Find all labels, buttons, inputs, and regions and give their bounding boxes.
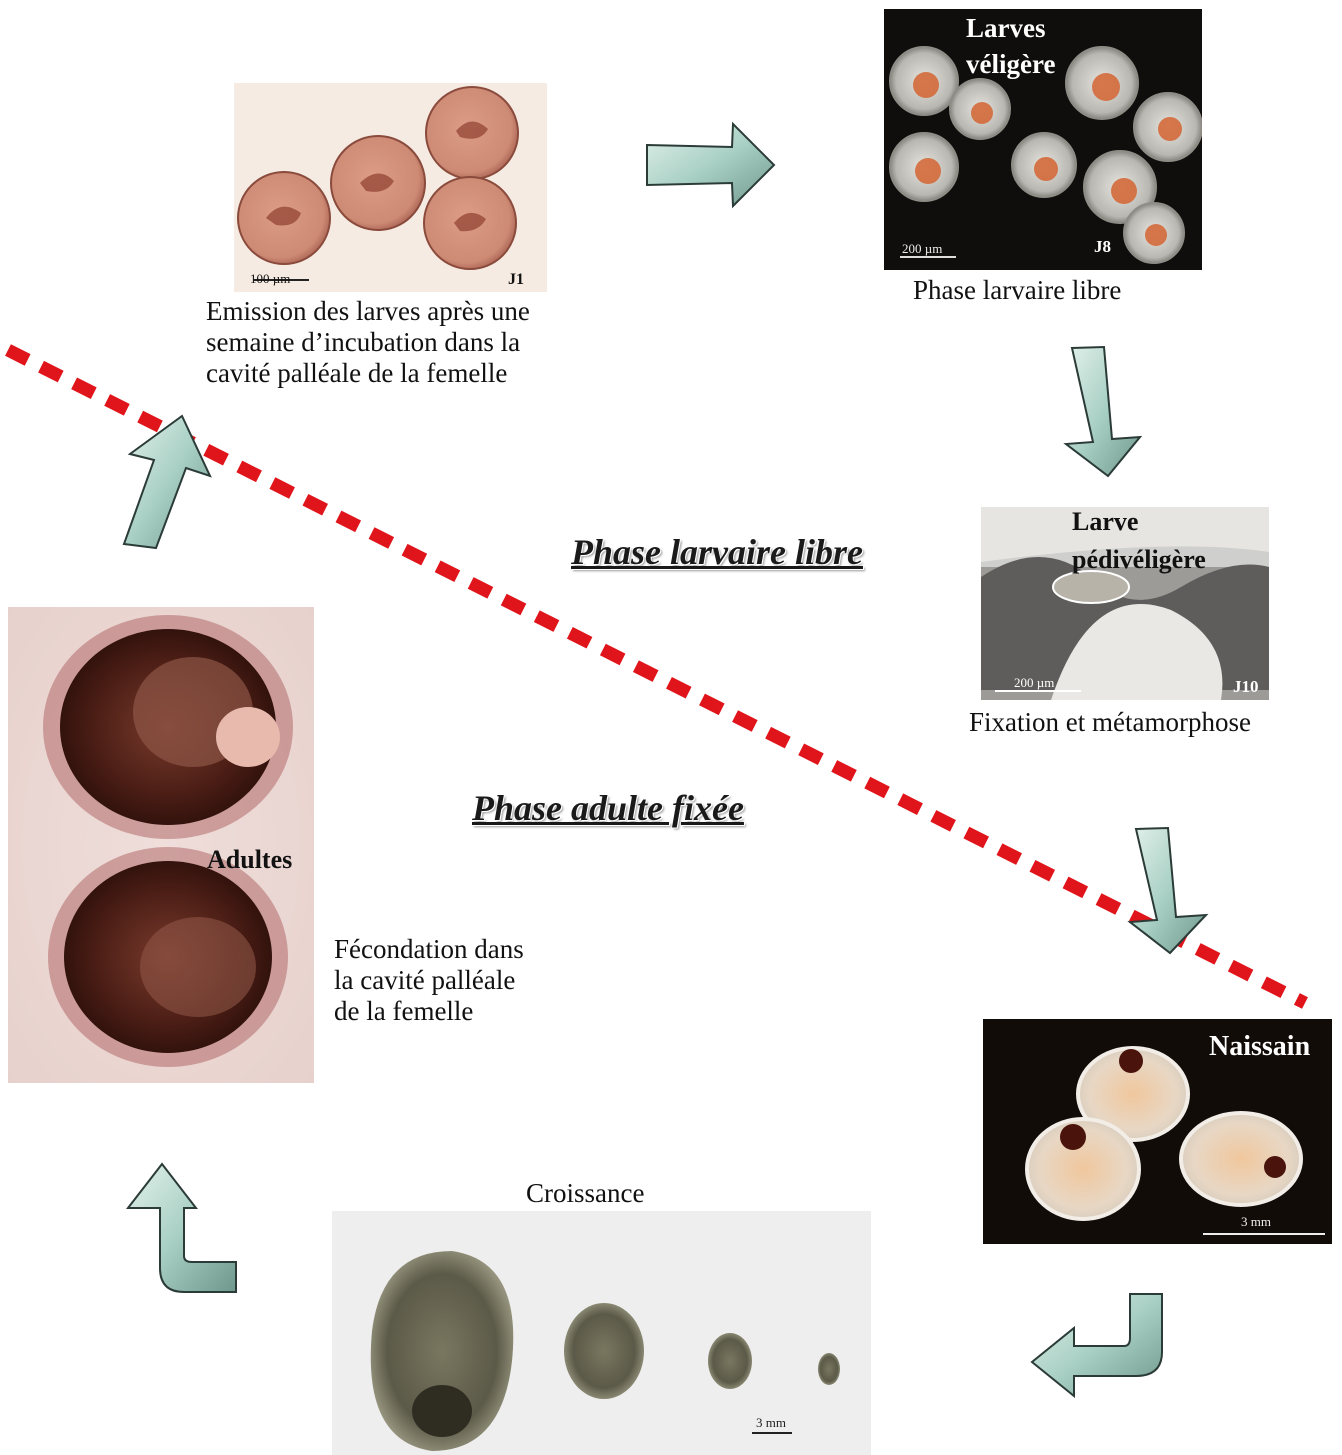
caption-fecondation: Fécondation dans la cavité palléale de l… xyxy=(334,934,524,1027)
caption-fecondation-line3: de la femelle xyxy=(334,996,524,1027)
caption-fecondation-line2: la cavité palléale xyxy=(334,965,524,996)
curved-arrow-icon xyxy=(122,1160,242,1296)
phase-heading-adulte: Phase adulte fixée xyxy=(472,787,744,829)
caption-emission-line2: semaine d’incubation dans la xyxy=(206,327,530,358)
photo-larvae-j8: Larves véligère 200 µm J8 xyxy=(884,9,1202,270)
photo-label-adultes: Adultes xyxy=(207,845,292,875)
photo-label-naissain: Naissain xyxy=(1209,1031,1310,1063)
stage-label: J10 xyxy=(1233,677,1259,697)
caption-fecondation-line1: Fécondation dans xyxy=(334,934,524,965)
scale-label: 200 µm xyxy=(902,241,942,257)
scale-label: 200 µm xyxy=(1014,675,1054,691)
up-arrow-icon xyxy=(118,412,218,550)
stage-label: J8 xyxy=(1094,237,1111,257)
down-arrow-icon xyxy=(1062,344,1148,480)
stage-label: J1 xyxy=(508,271,524,289)
photo-larvae-j1: 100 µm J1 xyxy=(234,83,547,292)
caption-emission-line1: Emission des larves après une xyxy=(206,296,530,327)
caption-emission-line3: cavité palléale de la femelle xyxy=(206,358,530,389)
phase-heading-larvaire: Phase larvaire libre xyxy=(571,531,863,573)
photo-label-pediveligere: pédivéligère xyxy=(1072,545,1206,575)
scale-label: 3 mm xyxy=(756,1415,786,1431)
caption-phase-libre: Phase larvaire libre xyxy=(913,275,1121,306)
photo-naissain: Naissain 3 mm xyxy=(983,1019,1332,1244)
photo-croissance: 3 mm xyxy=(332,1211,871,1455)
caption-emission: Emission des larves après une semaine d’… xyxy=(206,296,530,389)
right-arrow-icon xyxy=(644,120,778,210)
curved-arrow-icon xyxy=(1028,1290,1168,1400)
photo-label-larves: Larves xyxy=(966,13,1045,44)
scale-label: 3 mm xyxy=(1241,1214,1271,1230)
photo-larva-j10: Larve pédivéligère 200 µm J10 xyxy=(981,507,1269,700)
caption-croissance: Croissance xyxy=(526,1178,644,1209)
photo-label-larve: Larve xyxy=(1072,507,1138,537)
caption-fixation: Fixation et métamorphose xyxy=(969,707,1251,738)
photo-adultes: Adultes xyxy=(8,607,314,1083)
photo-label-veligere: véligère xyxy=(966,49,1055,80)
down-arrow-icon xyxy=(1126,826,1212,956)
scale-label: 100 µm xyxy=(250,271,290,287)
